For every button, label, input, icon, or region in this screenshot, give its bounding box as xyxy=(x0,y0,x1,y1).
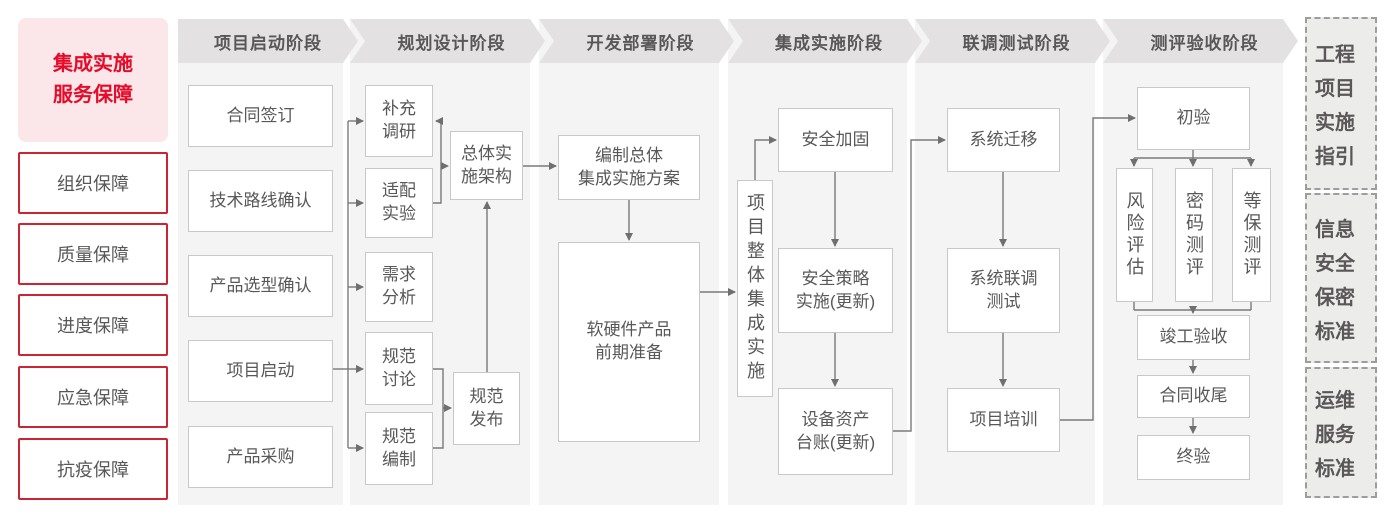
phase-header-project-start: 项目启动阶段 xyxy=(178,19,358,63)
node-final-acceptance: 终验 xyxy=(1137,435,1250,480)
sidebar-item-emergency: 应急保障 xyxy=(18,366,168,428)
node-completion-acceptance: 竣工验收 xyxy=(1137,315,1250,360)
node-tech-route-confirm: 技术路线确认 xyxy=(188,170,333,232)
node-requirement-analysis: 需求 分析 xyxy=(365,252,433,322)
node-risk-assessment: 风险评估 xyxy=(1116,168,1153,302)
node-spec-release: 规范 发布 xyxy=(453,372,520,445)
phase-header-joint-test: 联调测试阶段 xyxy=(915,19,1110,63)
node-crypto-evaluation: 密码测评 xyxy=(1175,168,1213,302)
sidebar-item-epidemic: 抗疫保障 xyxy=(18,438,168,500)
node-supplement-research: 补充 调研 xyxy=(365,85,433,157)
phase-header-integration: 集成实施阶段 xyxy=(728,19,922,63)
node-mlps-evaluation: 等保测评 xyxy=(1232,168,1271,302)
node-project-training: 项目培训 xyxy=(947,388,1060,452)
node-hw-sw-preparation: 软硬件产品 前期准备 xyxy=(558,242,700,442)
sidebar-title: 集成实施 服务保障 xyxy=(18,18,168,142)
ref-box-infosec-standard: 信息 安全 保密 标准 xyxy=(1305,193,1377,363)
sidebar-item-schedule: 进度保障 xyxy=(18,294,168,356)
node-overall-impl-architecture: 总体实 施架构 xyxy=(450,131,523,200)
node-overall-integration-plan: 编制总体 集成实施方案 xyxy=(558,135,700,200)
node-system-migration: 系统迁移 xyxy=(947,108,1060,172)
node-product-purchase: 产品采购 xyxy=(188,426,333,488)
node-joint-commissioning-test: 系统联调 测试 xyxy=(947,248,1060,333)
phase-header-dev-deploy: 开发部署阶段 xyxy=(539,19,734,63)
node-spec-discussion: 规范 讨论 xyxy=(365,332,433,405)
node-spec-drafting: 规范 编制 xyxy=(365,412,433,485)
sidebar-item-quality: 质量保障 xyxy=(18,223,168,285)
node-adaptation-test: 适配 实验 xyxy=(365,168,433,238)
node-project-kickoff: 项目启动 xyxy=(188,340,333,402)
node-contract-signing: 合同签订 xyxy=(188,85,333,147)
sidebar-item-organization: 组织保障 xyxy=(18,152,168,214)
phase-header-eval-acceptance: 测评验收阶段 xyxy=(1103,19,1298,63)
ref-box-project-guide: 工程 项目 实施 指引 xyxy=(1305,17,1377,190)
ref-box-ops-standard: 运维 服务 标准 xyxy=(1305,367,1377,498)
node-product-select-confirm: 产品选型确认 xyxy=(188,255,333,317)
node-initial-acceptance: 初验 xyxy=(1137,87,1250,150)
node-overall-integration-impl: 项目整体集成实施 xyxy=(737,180,773,397)
node-security-policy-impl: 安全策略 实施(更新) xyxy=(778,248,893,333)
node-asset-ledger-update: 设备资产 台账(更新) xyxy=(778,388,893,475)
node-security-hardening: 安全加固 xyxy=(778,108,893,172)
node-contract-closure: 合同收尾 xyxy=(1137,375,1250,418)
phase-header-plan-design: 规划设计阶段 xyxy=(350,19,545,63)
